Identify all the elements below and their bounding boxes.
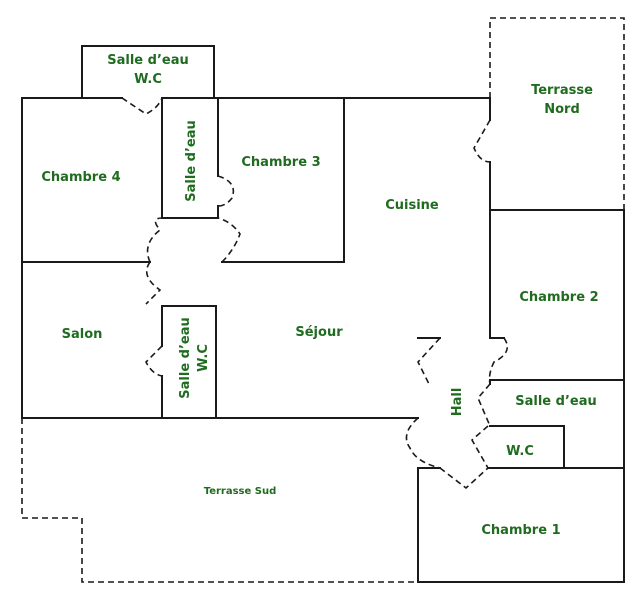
door-terrasse-nord	[473, 119, 491, 163]
label-chambre-2: Chambre 2	[519, 290, 598, 305]
door-chambre4	[146, 217, 163, 263]
label-salle-eau-wc-v-1: Salle d’eau	[178, 317, 193, 398]
door-sde	[477, 383, 491, 427]
label-chambre-1: Chambre 1	[481, 523, 560, 538]
door-chambre1	[439, 467, 489, 490]
label-salle-eau-vertical: Salle d’eau	[184, 120, 199, 201]
door-wc	[470, 425, 489, 469]
label-sejour: Séjour	[295, 325, 343, 340]
label-salle-eau-top-1: Salle d’eau	[107, 53, 188, 68]
label-terrasse-nord-1: Terrasse	[531, 83, 593, 98]
door-salon	[145, 261, 162, 305]
door-swings	[121, 97, 509, 490]
door-hall-left	[405, 417, 441, 469]
label-wc-right: W.C	[506, 444, 534, 459]
label-terrasse-sud: Terrasse Sud	[204, 486, 277, 497]
door-vwc	[145, 345, 163, 377]
label-chambre-3: Chambre 3	[241, 155, 320, 170]
wall-vwc	[161, 305, 217, 419]
room-labels: Salle d’eau W.C Terrasse Nord Chambre 4 …	[41, 53, 598, 538]
label-salon: Salon	[62, 327, 103, 342]
label-salle-eau-wc-v-2: W.C	[196, 344, 211, 372]
walls	[21, 45, 625, 583]
door-chambre3	[217, 217, 241, 263]
terrasse-sud-outline	[21, 418, 418, 583]
terrace-outlines	[21, 17, 625, 583]
door-vbath	[217, 175, 235, 207]
door-hall-top	[417, 337, 441, 387]
label-hall: Hall	[450, 388, 465, 417]
label-salle-eau-top-2: W.C	[134, 72, 162, 87]
label-cuisine: Cuisine	[385, 198, 439, 213]
door-top-bath	[121, 97, 163, 115]
wall-top-bathroom	[81, 45, 215, 99]
label-terrasse-nord-2: Nord	[544, 102, 580, 117]
door-hall-right	[488, 337, 509, 385]
label-chambre-4: Chambre 4	[41, 170, 120, 185]
label-salle-eau-right: Salle d’eau	[515, 394, 596, 409]
terrasse-nord-outline	[489, 17, 625, 210]
